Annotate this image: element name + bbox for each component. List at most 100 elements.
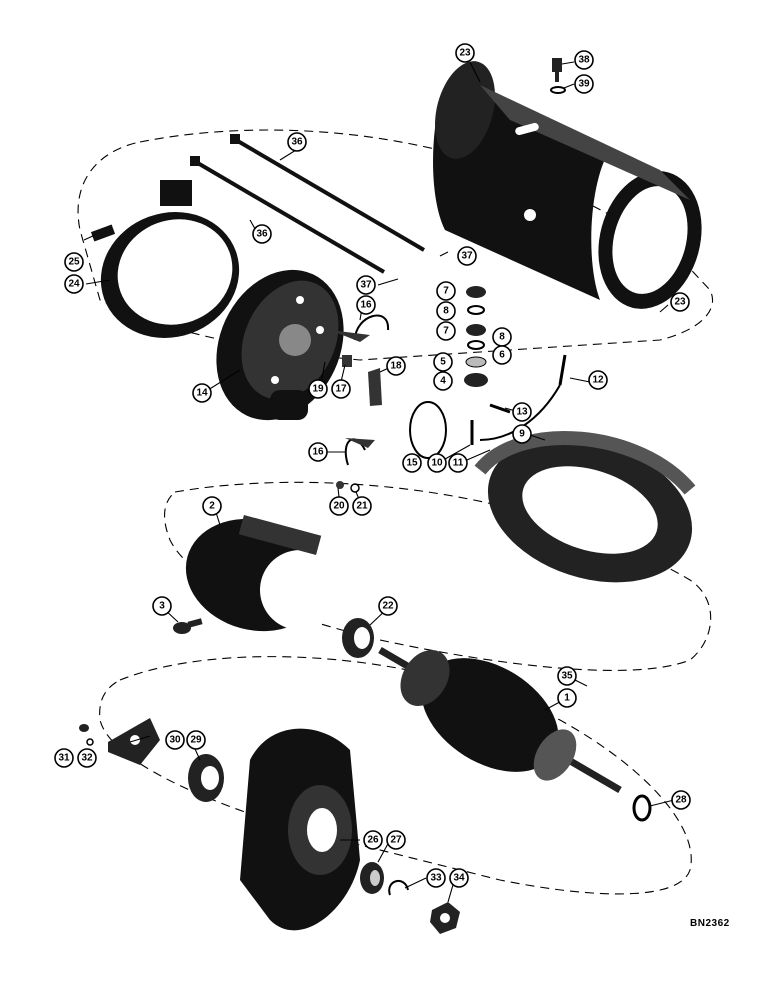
svg-text:20: 20 — [333, 501, 345, 512]
callout-3: 3 — [152, 596, 172, 616]
field-coils — [470, 354, 696, 583]
callout-18: 18 — [386, 356, 406, 376]
svg-text:37: 37 — [360, 280, 372, 291]
callout-36-upper: 36 — [287, 132, 307, 152]
svg-text:37: 37 — [461, 251, 473, 262]
svg-text:5: 5 — [440, 357, 446, 368]
callout-39: 39 — [574, 74, 594, 94]
drive-end-head — [240, 728, 360, 931]
callout-37-right: 37 — [457, 246, 477, 266]
callout-1: 1 — [557, 688, 577, 708]
callout-21: 21 — [352, 496, 372, 516]
callout-27: 27 — [386, 830, 406, 850]
callout-9: 9 — [512, 424, 532, 444]
svg-text:25: 25 — [68, 257, 80, 268]
callout-7-a: 7 — [436, 281, 456, 301]
svg-text:8: 8 — [443, 306, 449, 317]
callout-14: 14 — [192, 383, 212, 403]
leader-lines — [83, 61, 675, 903]
callout-12: 12 — [588, 370, 608, 390]
callout-34: 34 — [449, 868, 469, 888]
field-frame — [433, 61, 702, 309]
terminal-stack — [464, 286, 488, 387]
svg-text:2: 2 — [209, 501, 215, 512]
callout-16-lower: 16 — [308, 442, 328, 462]
callout-8-b: 8 — [492, 327, 512, 347]
svg-text:22: 22 — [382, 601, 394, 612]
callout-7-b: 7 — [436, 321, 456, 341]
svg-text:4: 4 — [440, 376, 446, 387]
brush-parts — [330, 314, 390, 493]
svg-text:31: 31 — [58, 753, 70, 764]
svg-text:11: 11 — [453, 458, 464, 469]
callout-19: 19 — [308, 379, 328, 399]
svg-text:23: 23 — [459, 48, 471, 59]
callout-17: 17 — [331, 379, 351, 399]
armature — [378, 646, 622, 794]
svg-text:13: 13 — [516, 407, 528, 418]
callout-10: 10 — [427, 453, 447, 473]
callout-26: 26 — [363, 830, 383, 850]
cover-band — [90, 180, 240, 338]
callout-31: 31 — [54, 748, 74, 768]
commutator-end-head — [216, 269, 344, 421]
small-hardware — [360, 862, 460, 934]
callout-25: 25 — [64, 252, 84, 272]
callout-35: 35 — [557, 666, 577, 686]
thrust-washer — [632, 794, 652, 822]
svg-text:35: 35 — [561, 671, 573, 682]
callout-32: 32 — [77, 748, 97, 768]
svg-text:27: 27 — [390, 835, 402, 846]
svg-text:39: 39 — [578, 79, 590, 90]
svg-text:19: 19 — [312, 384, 324, 395]
snap-ring — [409, 401, 447, 459]
callout-36-lower: 36 — [252, 224, 272, 244]
callout-20: 20 — [329, 496, 349, 516]
svg-text:38: 38 — [578, 55, 590, 66]
frame-screw — [550, 58, 566, 94]
svg-text:17: 17 — [335, 384, 347, 395]
callout-16-upper: 16 — [356, 295, 376, 315]
svg-text:12: 12 — [592, 375, 604, 386]
svg-text:6: 6 — [499, 350, 505, 361]
callout-2: 2 — [202, 496, 222, 516]
callout-4: 4 — [433, 371, 453, 391]
svg-text:16: 16 — [360, 300, 372, 311]
svg-text:18: 18 — [390, 361, 402, 372]
callout-30: 30 — [165, 730, 185, 750]
callout-29: 29 — [186, 730, 206, 750]
callout-24: 24 — [64, 274, 84, 294]
svg-text:36: 36 — [291, 137, 303, 148]
callout-23-top: 23 — [455, 43, 475, 63]
svg-text:29: 29 — [190, 735, 202, 746]
svg-text:32: 32 — [81, 753, 93, 764]
bearing-22 — [342, 618, 374, 658]
svg-text:28: 28 — [675, 795, 687, 806]
svg-text:7: 7 — [443, 326, 449, 337]
upper-group-outline — [77, 129, 714, 361]
diagram-reference-number: BN2362 — [690, 918, 730, 929]
svg-text:3: 3 — [159, 601, 165, 612]
svg-text:14: 14 — [196, 388, 208, 399]
svg-text:10: 10 — [431, 458, 443, 469]
svg-text:9: 9 — [519, 429, 525, 440]
svg-text:23: 23 — [674, 297, 686, 308]
svg-text:24: 24 — [68, 279, 80, 290]
callout-5: 5 — [433, 352, 453, 372]
through-bolts — [190, 134, 426, 274]
callout-8-a: 8 — [436, 301, 456, 321]
callout-38: 38 — [574, 50, 594, 70]
callout-28: 28 — [671, 790, 691, 810]
callout-13: 13 — [512, 402, 532, 422]
pole-shoe-screw — [173, 618, 203, 634]
callout-22: 22 — [378, 596, 398, 616]
svg-text:8: 8 — [499, 332, 505, 343]
svg-text:21: 21 — [356, 501, 368, 512]
callout-37-left: 37 — [356, 275, 376, 295]
callout-15: 15 — [402, 453, 422, 473]
svg-text:30: 30 — [169, 735, 181, 746]
svg-text:7: 7 — [443, 286, 449, 297]
callout-labels: 23 38 39 36 36 25 24 37 37 7 8 7 8 6 5 4… — [54, 43, 691, 888]
callout-23-right: 23 — [670, 292, 690, 312]
callout-33: 33 — [426, 868, 446, 888]
